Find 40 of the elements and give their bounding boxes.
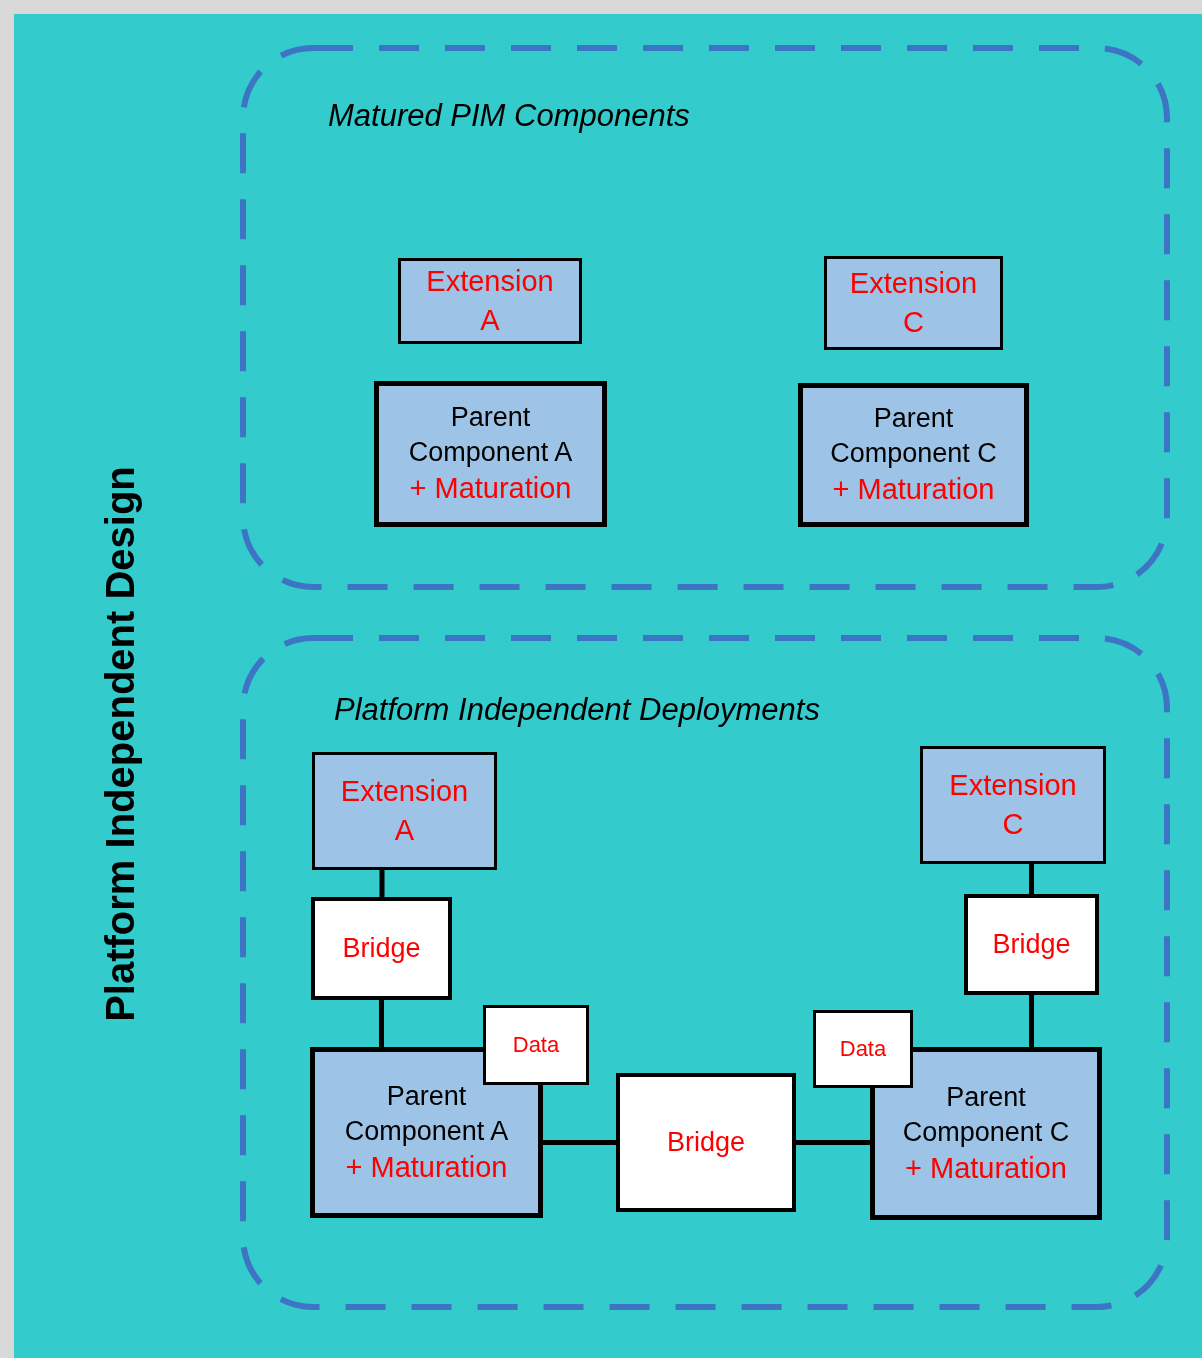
data-box bbox=[483, 1005, 589, 1085]
maturation-label: + Maturation bbox=[905, 1150, 1067, 1186]
component-name: Parent Component C bbox=[901, 1080, 1071, 1149]
vertical-title: Platform Independent Design bbox=[97, 466, 143, 1022]
connector-line bbox=[379, 870, 385, 897]
extension-box bbox=[398, 258, 582, 344]
maturation-label: + Maturation bbox=[409, 471, 572, 507]
box-label: Extension C bbox=[948, 767, 1078, 842]
connector-line bbox=[1029, 864, 1034, 894]
box-label: Bridge bbox=[992, 928, 1071, 962]
bridge-box bbox=[616, 1073, 796, 1212]
box-label: Extension A bbox=[339, 773, 470, 848]
bridge-box bbox=[964, 894, 1099, 995]
dashed-group bbox=[240, 45, 1170, 590]
box-label: Data bbox=[839, 1035, 887, 1064]
box-label: Data bbox=[512, 1031, 560, 1060]
design-panel bbox=[14, 14, 1202, 1358]
component-name: Parent Component A bbox=[343, 1079, 510, 1148]
group-title: Matured PIM Components bbox=[328, 98, 690, 133]
connector-line bbox=[379, 1000, 384, 1047]
parent-component-box bbox=[798, 383, 1029, 527]
extension-box bbox=[312, 752, 497, 870]
connector-line bbox=[543, 1140, 616, 1145]
extension-box bbox=[824, 256, 1003, 350]
dashed-group bbox=[240, 635, 1170, 1310]
box-label: Extension C bbox=[848, 265, 979, 340]
component-name: Parent Component A bbox=[407, 401, 574, 470]
connector-line bbox=[796, 1140, 870, 1145]
box-label: Extension A bbox=[425, 263, 555, 338]
parent-component-box bbox=[374, 381, 607, 527]
maturation-label: + Maturation bbox=[345, 1149, 508, 1185]
maturation-label: + Maturation bbox=[832, 472, 995, 508]
bridge-box bbox=[311, 897, 452, 1000]
data-box bbox=[813, 1010, 913, 1088]
component-name: Parent Component C bbox=[829, 402, 998, 471]
extension-box bbox=[920, 746, 1106, 864]
box-label: Bridge bbox=[342, 932, 421, 966]
connector-line bbox=[1029, 995, 1034, 1047]
box-label: Bridge bbox=[666, 1126, 745, 1160]
group-title: Platform Independent Deployments bbox=[334, 692, 820, 727]
